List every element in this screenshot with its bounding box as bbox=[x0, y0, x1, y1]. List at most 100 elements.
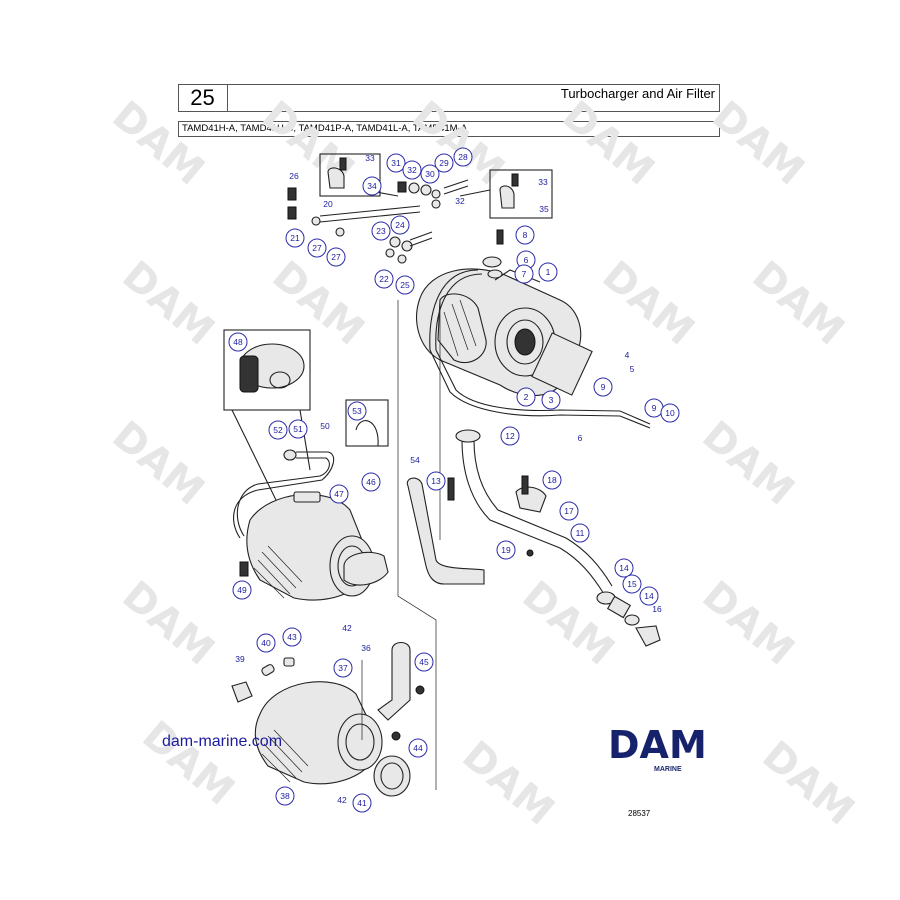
callout-part-19[interactable]: 19 bbox=[496, 540, 516, 560]
callout-part-9[interactable]: 9 bbox=[644, 398, 664, 418]
callout-part-34[interactable]: 34 bbox=[362, 176, 382, 196]
callout-part-32[interactable]: 32 bbox=[402, 160, 422, 180]
callout-part-6[interactable]: 6 bbox=[578, 433, 583, 443]
callout-number: 43 bbox=[287, 632, 297, 642]
air-filter-lower bbox=[231, 641, 425, 797]
callout-part-29[interactable]: 29 bbox=[434, 153, 454, 173]
callout-part-31[interactable]: 31 bbox=[386, 153, 406, 173]
watermark-text: DAM bbox=[454, 732, 563, 834]
callout-number: 44 bbox=[413, 743, 423, 753]
callout-number: 28 bbox=[458, 152, 468, 162]
callout-part-50[interactable]: 50 bbox=[320, 421, 330, 431]
callout-part-33[interactable]: 33 bbox=[365, 153, 375, 163]
callout-number: 49 bbox=[237, 585, 247, 595]
detail-box-filter-element bbox=[223, 329, 311, 411]
callout-part-53[interactable]: 53 bbox=[347, 401, 367, 421]
callout-number: 17 bbox=[564, 506, 574, 516]
callout-circle bbox=[371, 221, 391, 241]
callout-part-16[interactable]: 16 bbox=[652, 604, 662, 614]
callout-part-23[interactable]: 23 bbox=[371, 221, 391, 241]
callout-part-35[interactable]: 35 bbox=[539, 204, 549, 214]
callout-part-15[interactable]: 15 bbox=[622, 574, 642, 594]
callout-part-8[interactable]: 8 bbox=[515, 225, 535, 245]
callout-part-5[interactable]: 5 bbox=[630, 364, 635, 374]
callout-part-33[interactable]: 33 bbox=[538, 177, 548, 187]
callout-part-45[interactable]: 45 bbox=[414, 652, 434, 672]
callout-part-6[interactable]: 6 bbox=[516, 250, 536, 270]
callout-part-39[interactable]: 39 bbox=[235, 654, 245, 664]
callout-circle bbox=[268, 420, 288, 440]
callout-part-42[interactable]: 42 bbox=[337, 795, 347, 805]
callout-part-17[interactable]: 17 bbox=[559, 501, 579, 521]
callout-circle bbox=[275, 786, 295, 806]
callout-number: 7 bbox=[522, 269, 527, 279]
callout-part-18[interactable]: 18 bbox=[542, 470, 562, 490]
callout-number: 8 bbox=[523, 230, 528, 240]
callout-part-25[interactable]: 25 bbox=[395, 275, 415, 295]
callout-number: 18 bbox=[547, 475, 557, 485]
callout-circle bbox=[374, 269, 394, 289]
website-url[interactable]: dam-marine.com bbox=[162, 733, 283, 750]
callout-part-13[interactable]: 13 bbox=[426, 471, 446, 491]
watermark-text: DAM bbox=[754, 732, 863, 834]
callout-part-9[interactable]: 9 bbox=[593, 377, 613, 397]
callout-part-52[interactable]: 52 bbox=[268, 420, 288, 440]
callout-part-3[interactable]: 3 bbox=[541, 390, 561, 410]
callout-part-21[interactable]: 21 bbox=[285, 228, 305, 248]
callout-part-26[interactable]: 26 bbox=[289, 171, 299, 181]
callout-part-48[interactable]: 48 bbox=[228, 332, 248, 352]
callout-part-47[interactable]: 47 bbox=[329, 484, 349, 504]
callout-part-24[interactable]: 24 bbox=[390, 215, 410, 235]
callout-part-30[interactable]: 30 bbox=[420, 164, 440, 184]
watermark-text: DAM bbox=[114, 252, 223, 354]
callout-part-54[interactable]: 54 bbox=[410, 455, 420, 465]
leader-arrow bbox=[459, 189, 491, 197]
callout-part-38[interactable]: 38 bbox=[275, 786, 295, 806]
watermark-text: DAM bbox=[694, 412, 803, 514]
callout-circle bbox=[660, 403, 680, 423]
callout-circle bbox=[282, 627, 302, 647]
callout-number: 39 bbox=[235, 654, 245, 664]
callout-part-46[interactable]: 46 bbox=[361, 472, 381, 492]
callout-part-4[interactable]: 4 bbox=[625, 350, 630, 360]
callout-circle bbox=[614, 558, 634, 578]
callout-part-28[interactable]: 28 bbox=[453, 147, 473, 167]
callout-number: 5 bbox=[630, 364, 635, 374]
callout-part-49[interactable]: 49 bbox=[232, 580, 252, 600]
callout-circle bbox=[232, 580, 252, 600]
callout-part-1[interactable]: 1 bbox=[538, 262, 558, 282]
watermark-text: DAM bbox=[404, 92, 513, 194]
callout-number: 40 bbox=[261, 638, 271, 648]
callout-part-51[interactable]: 51 bbox=[288, 419, 308, 439]
watermark-text: DAM bbox=[254, 92, 363, 194]
page-number: 25 bbox=[178, 84, 228, 112]
callout-circle bbox=[386, 153, 406, 173]
callout-part-11[interactable]: 11 bbox=[570, 523, 590, 543]
callout-part-14[interactable]: 14 bbox=[639, 586, 659, 606]
callout-part-43[interactable]: 43 bbox=[282, 627, 302, 647]
callout-circle bbox=[639, 586, 659, 606]
callout-circle bbox=[426, 471, 446, 491]
callout-part-27[interactable]: 27 bbox=[326, 247, 346, 267]
callout-part-12[interactable]: 12 bbox=[500, 426, 520, 446]
callout-part-14[interactable]: 14 bbox=[614, 558, 634, 578]
callout-part-37[interactable]: 37 bbox=[333, 658, 353, 678]
callout-part-2[interactable]: 2 bbox=[516, 387, 536, 407]
callout-part-27[interactable]: 27 bbox=[307, 238, 327, 258]
oil-return-pipe bbox=[455, 429, 613, 595]
callout-part-10[interactable]: 10 bbox=[660, 403, 680, 423]
callout-circle bbox=[559, 501, 579, 521]
callout-part-41[interactable]: 41 bbox=[352, 793, 372, 813]
callout-number: 6 bbox=[524, 255, 529, 265]
callout-number: 23 bbox=[376, 226, 386, 236]
callout-part-22[interactable]: 22 bbox=[374, 269, 394, 289]
callout-part-40[interactable]: 40 bbox=[256, 633, 276, 653]
callout-part-20[interactable]: 20 bbox=[323, 199, 333, 209]
callout-part-42[interactable]: 42 bbox=[342, 623, 352, 633]
callout-part-7[interactable]: 7 bbox=[514, 264, 534, 284]
callout-part-36[interactable]: 36 bbox=[361, 643, 371, 653]
callout-circle bbox=[361, 472, 381, 492]
callout-part-44[interactable]: 44 bbox=[408, 738, 428, 758]
callout-number: 50 bbox=[320, 421, 330, 431]
callout-part-32[interactable]: 32 bbox=[455, 196, 465, 206]
